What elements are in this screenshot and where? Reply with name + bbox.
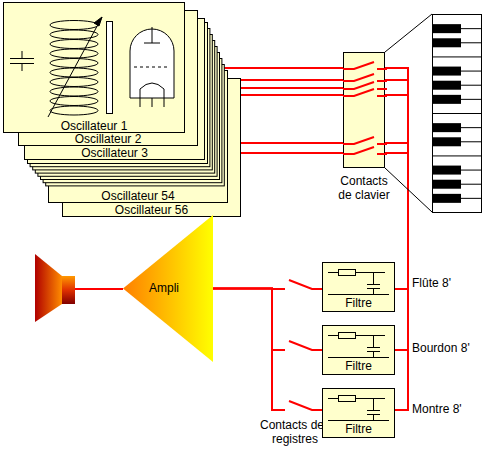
component-label: Contacts de clavier xyxy=(333,174,395,202)
signal-wire xyxy=(213,289,322,351)
bus-wires xyxy=(385,67,409,153)
amplifier-triangle: Ampli xyxy=(123,215,213,362)
oscillator-label: Oscillateur 2 xyxy=(75,132,142,146)
keyboard-keys xyxy=(432,24,482,203)
amplifier-label: Ampli xyxy=(149,282,179,295)
signal-wire xyxy=(213,289,322,411)
keyboard xyxy=(433,15,482,213)
register-name: Flûte 8' xyxy=(412,276,451,290)
contact-block: Contacts de clavier xyxy=(343,52,385,168)
switch-symbols xyxy=(344,53,386,169)
component-label: Contacts des registres xyxy=(258,418,332,446)
filter-label: Filtre xyxy=(345,422,372,436)
signal-wire xyxy=(385,153,408,350)
oscillator-label: Oscillateur 54 xyxy=(101,189,174,203)
filter-label: Filtre xyxy=(345,296,372,310)
oscillator-card: Oscillateur 1 xyxy=(3,2,185,133)
signal-wire xyxy=(241,152,343,154)
oscillator-label: Oscillateur 1 xyxy=(61,119,128,133)
filter-box: Filtre xyxy=(322,262,395,312)
speaker-wire xyxy=(75,288,123,290)
signal-wire xyxy=(228,142,343,144)
register-name: Bourdon 8' xyxy=(412,341,470,355)
filter-box: Filtre xyxy=(322,325,395,375)
filter-box: Filtre xyxy=(322,388,395,438)
oscillator-label: Oscillateur 56 xyxy=(115,203,188,217)
register-name: Montre 8' xyxy=(412,402,462,416)
speaker-magnet xyxy=(62,276,75,304)
keyboard-outline xyxy=(385,168,432,212)
keyboard-outline xyxy=(385,14,432,52)
oscillator-wire xyxy=(241,94,343,96)
speaker-cone xyxy=(35,254,62,322)
filter-label: Filtre xyxy=(345,359,372,373)
oscillator-label: Oscillateur 3 xyxy=(81,146,148,160)
oscillator-circuit xyxy=(4,3,184,119)
